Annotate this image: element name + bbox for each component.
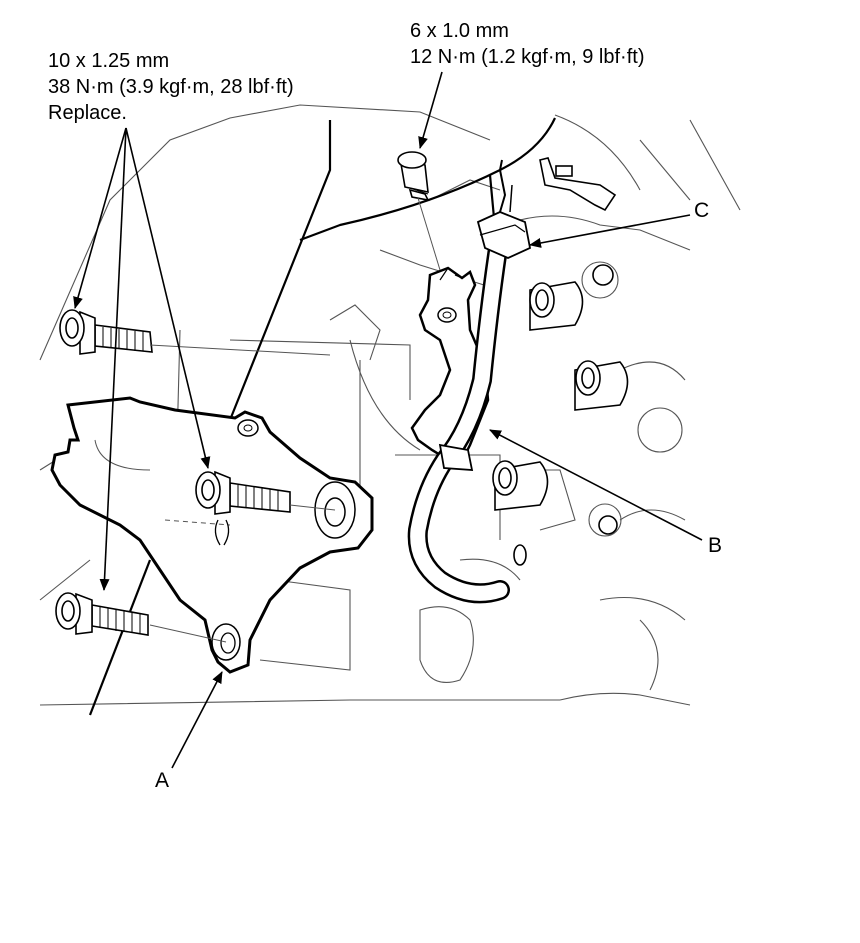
callout-c: C bbox=[694, 199, 710, 222]
leader-lines bbox=[73, 71, 703, 769]
brake-hose bbox=[407, 225, 510, 604]
bolt-upper-left bbox=[59, 309, 153, 355]
spec-left-note: Replace. bbox=[48, 102, 127, 124]
bolt-lower-left bbox=[55, 592, 149, 636]
bolt-small-top bbox=[397, 151, 430, 202]
hose-fitting-c bbox=[476, 159, 532, 259]
spec-left-size: 10 x 1.25 mm bbox=[48, 50, 170, 72]
leader-left-3 bbox=[99, 127, 127, 591]
leader-c bbox=[529, 214, 691, 248]
engine-background bbox=[39, 104, 741, 706]
hose-clamp-lower bbox=[438, 443, 474, 471]
housing-edge bbox=[88, 117, 556, 716]
transmission-bosses bbox=[492, 157, 629, 566]
spec-top-size: 6 x 1.0 mm bbox=[410, 20, 509, 42]
mount-bracket-a bbox=[50, 396, 374, 674]
spec-top-torque: 12 N·m (1.2 kgf·m, 9 lbf·ft) bbox=[410, 46, 645, 68]
leader-a bbox=[171, 671, 223, 769]
spec-left-torque: 38 N·m (3.9 kgf·m, 28 lbf·ft) bbox=[48, 76, 294, 98]
bolt-center bbox=[195, 470, 291, 515]
leader-left-1 bbox=[73, 127, 127, 309]
callout-b: B bbox=[708, 534, 723, 557]
leader-b bbox=[489, 429, 703, 541]
callout-a: A bbox=[155, 769, 170, 792]
alignment-lines bbox=[149, 197, 441, 643]
leader-top bbox=[418, 71, 443, 149]
leader-left-2 bbox=[125, 127, 211, 469]
